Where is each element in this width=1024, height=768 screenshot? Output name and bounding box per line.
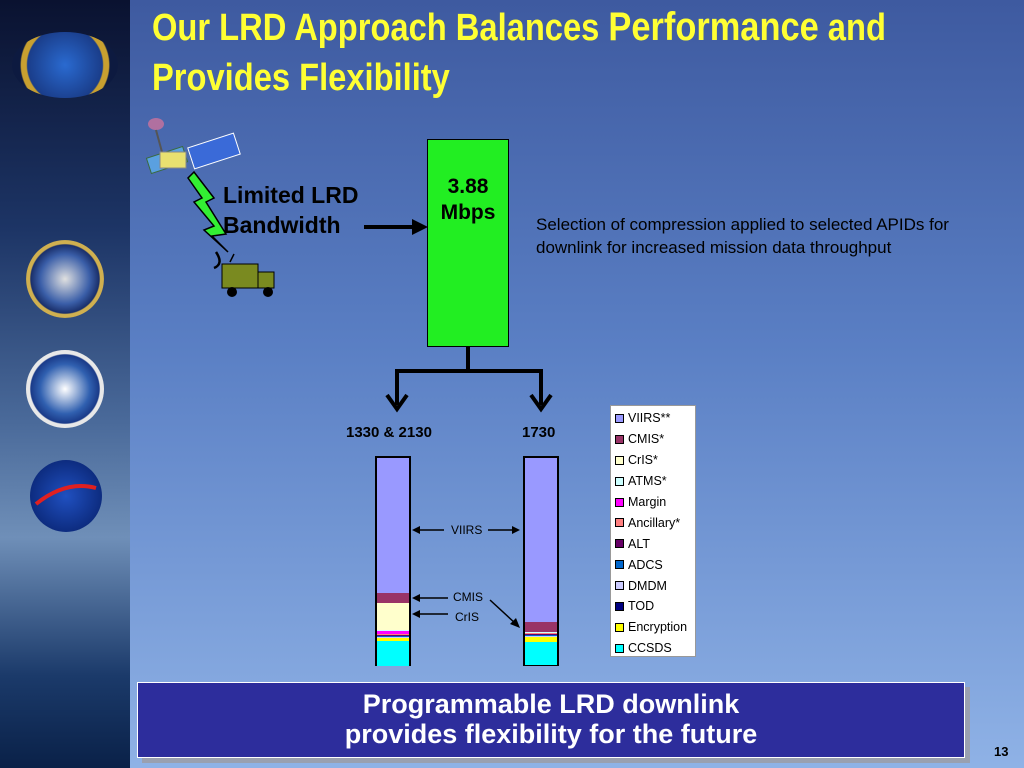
legend-item: Encryption: [615, 617, 695, 638]
arrow-right-icon: [364, 219, 428, 235]
callout-viirs: VIIRS: [451, 523, 483, 537]
legend-swatch: [615, 413, 624, 423]
legend-item: DMDM: [615, 575, 695, 596]
legend-swatch: [615, 622, 624, 632]
legend-swatch: [615, 539, 624, 549]
bar-segment-adcs: [377, 636, 409, 637]
bar-segment-cris: [377, 603, 409, 630]
compression-note: Selection of compression applied to sele…: [536, 215, 949, 257]
legend-label: Margin: [628, 495, 667, 509]
page-number: 13: [994, 744, 1009, 759]
legend-swatch: [615, 643, 624, 653]
bar-segment-cmis: [377, 592, 409, 604]
bar-segment-ancillary: [525, 633, 557, 635]
rate-unit: Mbps: [440, 201, 496, 224]
bar-segment-encryption: [525, 637, 557, 643]
legend-swatch: [615, 434, 624, 444]
bar-segment-ccsds: [525, 642, 557, 666]
bar-segment-encryption: [377, 638, 409, 642]
legend-label: ATMS*: [628, 474, 667, 489]
bar-segment-dmdm: [377, 636, 409, 638]
stacked-bar-1330-2130: [375, 456, 411, 667]
bar-segment-ccsds: [377, 641, 409, 667]
bar-segment-alt: [377, 635, 409, 637]
legend-label: VIIRS**: [628, 411, 671, 426]
satellite-icon: [145, 118, 241, 175]
truck-icon: [221, 253, 275, 297]
bar-segment-ancillary: [377, 634, 409, 636]
legend-label: Encryption: [628, 620, 688, 635]
legend-swatch: [615, 497, 624, 507]
legend-item: Margin: [615, 492, 695, 513]
downlink-rate-box: 3.88 Mbps: [427, 139, 509, 347]
bar-segment-margin: [377, 631, 409, 635]
bar-segment-adcs: [525, 635, 557, 636]
legend-item: VIIRS**: [615, 408, 695, 429]
bandwidth-label-line2: Bandwidth: [223, 212, 341, 238]
callout-cmis: CMIS: [453, 590, 483, 604]
right-column-label: 1730: [522, 424, 556, 441]
legend-item: Ancillary*: [615, 512, 695, 533]
legend-swatch: [615, 518, 624, 528]
bar-segment-atms: [377, 630, 409, 632]
page-title: Our LRD Approach Balances Performance an…: [152, 2, 892, 103]
title-part1: Our LRD Approach Balances: [152, 7, 609, 49]
banner-line2: provides flexibility for the future: [344, 719, 758, 749]
department-of-commerce-seal: [26, 350, 104, 428]
callout-cris: CrIS: [455, 610, 479, 624]
lightning-icon: [187, 170, 229, 253]
department-of-defense-seal: [26, 240, 104, 318]
legend-item: ADCS: [615, 554, 695, 575]
banner-line1: Programmable LRD downlink: [362, 689, 740, 719]
legend-swatch: [615, 560, 624, 570]
legend-swatch: [615, 476, 624, 486]
npoess-logo: [12, 32, 118, 98]
left-column-label: 1330 & 2130: [346, 424, 432, 441]
rate-value: 3.88: [447, 175, 489, 198]
bar-segment-alt: [525, 634, 557, 636]
bar-segment-dmdm: [525, 635, 557, 637]
nasa-logo: [30, 460, 102, 532]
stacked-bar-1730: [523, 456, 559, 666]
legend-label: DMDM: [628, 578, 667, 593]
legend-item: CCSDS: [615, 638, 695, 659]
legend-item: ATMS*: [615, 471, 695, 492]
callout-arrows: [412, 526, 520, 628]
legend-swatch: [615, 601, 624, 611]
title-highlight: Performance: [608, 5, 819, 49]
sidebar: [0, 0, 130, 768]
bar-segment-viirs: [525, 458, 557, 622]
split-arrow-icon: [385, 347, 553, 413]
bandwidth-label-line1: Limited LRD: [223, 182, 359, 208]
bar-segment-atms: [525, 632, 557, 634]
bar-segment-cmis: [525, 621, 557, 633]
legend-item: CMIS*: [615, 429, 695, 450]
legend-item: TOD: [615, 596, 695, 617]
title-part2: and Provides Flexibility: [152, 7, 886, 99]
nasa-swoosh: [34, 484, 97, 506]
legend-item: ALT: [615, 533, 695, 554]
legend-label: ADCS: [628, 557, 663, 572]
legend-label: Ancillary*: [628, 515, 681, 530]
legend-swatch: [615, 581, 624, 591]
legend-label: ALT: [628, 536, 650, 551]
legend-label: CCSDS: [628, 641, 672, 656]
legend-label: TOD: [628, 599, 655, 614]
legend-label: CrIS*: [628, 453, 658, 468]
legend-label: CMIS*: [628, 432, 665, 447]
bar-segment-viirs: [377, 458, 409, 593]
summary-banner: Programmable LRD downlink provides flexi…: [137, 682, 965, 758]
satellite-downlink-illustration: [145, 118, 275, 297]
bandwidth-label: Limited LRD Bandwidth: [223, 180, 358, 240]
legend-item: CrIS*: [615, 450, 695, 471]
legend-swatch: [615, 455, 624, 465]
